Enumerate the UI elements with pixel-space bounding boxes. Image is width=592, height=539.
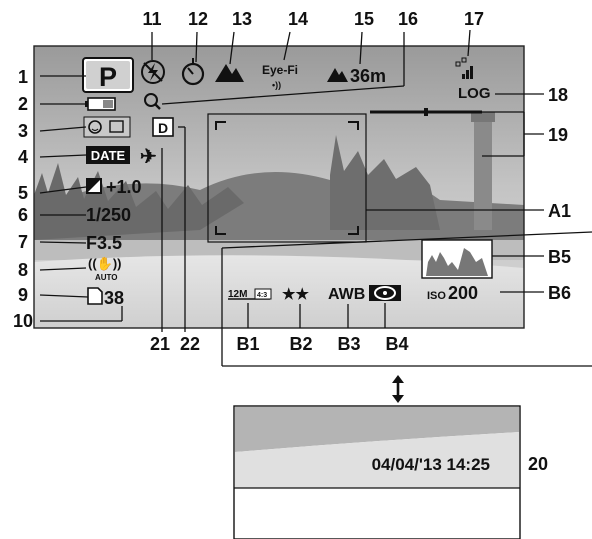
svg-text:•)): •)) <box>272 80 281 90</box>
sea <box>34 240 524 260</box>
d-badge-text: D <box>158 120 168 136</box>
callout-6: 6 <box>18 205 28 225</box>
callout-1: 1 <box>18 67 28 87</box>
focus-frame <box>207 113 367 243</box>
double-arrow-icon <box>392 375 404 403</box>
resolution-sub: 4:3 <box>257 292 267 299</box>
flash-off-icon <box>141 60 165 84</box>
callout-19: 19 <box>548 125 568 145</box>
callout-b2: B2 <box>289 334 312 354</box>
magnifier-icon <box>144 93 161 110</box>
callout-b3: B3 <box>337 334 360 354</box>
d-range-icon: D <box>152 117 174 137</box>
callout-13: 13 <box>232 9 252 29</box>
remaining-shots: 38 <box>104 288 124 308</box>
airplane-icon: ✈ <box>140 146 157 168</box>
quality-stars: ★★ <box>282 286 309 303</box>
shutter-speed: 1/250 <box>86 205 131 225</box>
callout-10: 10 <box>13 311 33 331</box>
resolution-icon: 12M 4:3 <box>228 288 272 300</box>
callout-16: 16 <box>398 9 418 29</box>
callout-22: 22 <box>180 334 200 354</box>
callout-17: 17 <box>464 9 484 29</box>
leader-lines <box>39 29 592 464</box>
metering-icon <box>369 285 401 301</box>
callout-21: 21 <box>150 334 170 354</box>
shake-reduction-icon: ((✋)) AUTO <box>88 256 122 282</box>
callout-14: 14 <box>288 9 308 29</box>
callout-labels: 1 2 3 4 5 6 7 8 9 10 11 12 13 14 15 16 1… <box>13 9 571 474</box>
exposure-comp: +1.0 <box>86 177 142 197</box>
palm-silhouettes-left <box>34 163 244 240</box>
memory-card-icon: 38 <box>87 287 124 308</box>
eyefi-label: Eye-Fi <box>262 63 298 77</box>
iso-value: 200 <box>448 283 478 303</box>
exposure-comp-value: +1.0 <box>106 177 142 197</box>
screen-frame <box>33 45 525 329</box>
callout-7: 7 <box>18 232 28 252</box>
callout-3: 3 <box>18 121 28 141</box>
callout-a1: A1 <box>548 201 571 221</box>
callout-15: 15 <box>354 9 374 29</box>
focus-mode-icon <box>215 64 244 82</box>
gps-signal-icon <box>455 57 473 79</box>
date-imprint-icon: DATE <box>86 146 130 164</box>
palm-silhouettes-right <box>330 135 440 230</box>
callout-4: 4 <box>18 147 28 167</box>
callout-18: 18 <box>548 85 568 105</box>
date-badge-text: DATE <box>91 148 126 163</box>
shake-reduction-label: AUTO <box>95 273 118 282</box>
date-stamp-inset: 04/04/'13 14:25 <box>233 405 521 539</box>
lighthouse <box>474 120 492 230</box>
callout-5: 5 <box>18 183 28 203</box>
aperture: F3.5 <box>86 233 122 253</box>
callout-11: 11 <box>142 9 161 29</box>
log-label: LOG <box>458 85 491 102</box>
beach <box>34 255 524 328</box>
face-detection-icon <box>83 116 131 138</box>
focus-distance-value: 36m <box>350 66 386 86</box>
self-timer-icon <box>181 58 205 86</box>
callout-2: 2 <box>18 94 28 114</box>
svg-text:((✋)): ((✋)) <box>88 256 122 271</box>
callout-20: 20 <box>528 454 548 474</box>
callout-9: 9 <box>18 285 28 305</box>
date-stamp-text: 04/04/'13 14:25 <box>372 455 490 474</box>
shooting-mode-icon: P <box>82 57 134 93</box>
callout-b1: B1 <box>236 334 259 354</box>
white-balance: AWB <box>328 286 365 303</box>
iso-label: ISO <box>427 290 446 302</box>
callout-b4: B4 <box>385 334 408 354</box>
eyefi-icon: Eye-Fi •)) <box>262 63 298 90</box>
callout-b6: B6 <box>548 283 571 303</box>
lcd-screen <box>34 46 524 328</box>
callout-12: 12 <box>188 9 208 29</box>
resolution-value: 12M <box>228 289 247 300</box>
focus-distance: 36m <box>327 66 386 86</box>
electronic-level <box>370 108 482 116</box>
callout-8: 8 <box>18 260 28 280</box>
mode-text: P <box>99 62 117 92</box>
histogram <box>421 239 493 279</box>
battery-icon <box>85 97 116 111</box>
callout-b5: B5 <box>548 247 571 267</box>
